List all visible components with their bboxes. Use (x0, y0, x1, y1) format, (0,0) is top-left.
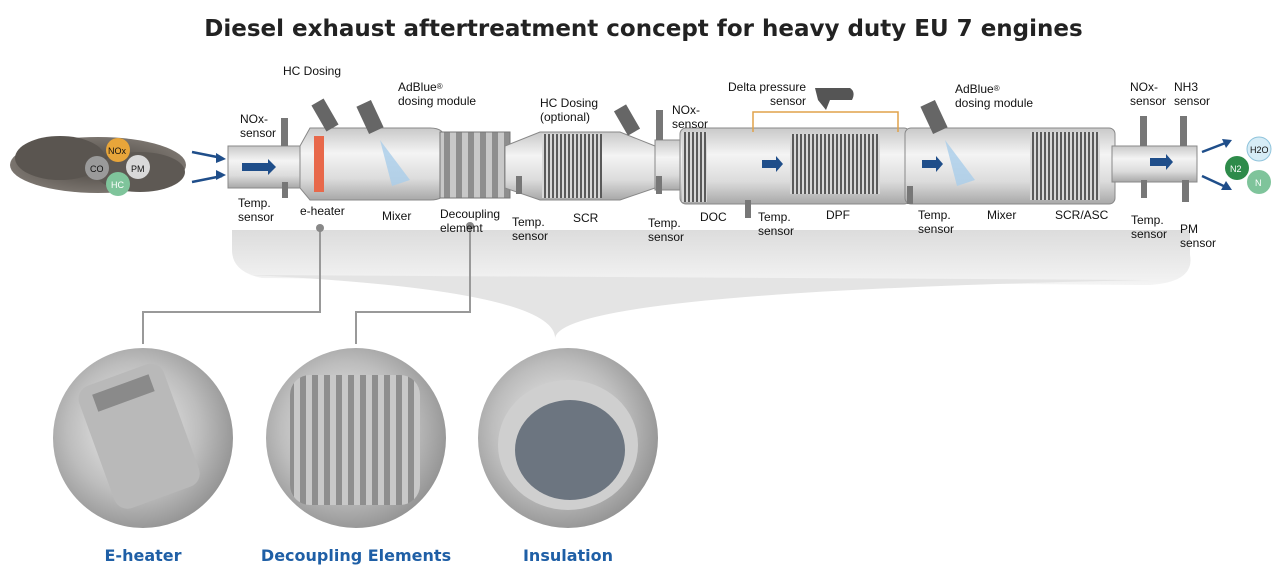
delta-pressure-sensor-icon (815, 88, 854, 110)
doc-substrate (682, 132, 707, 202)
connector-decoupling (355, 226, 471, 350)
hc-label: HC (111, 180, 124, 190)
caption-decoupling: Decoupling Elements (260, 546, 452, 565)
flow-arrow-2 (762, 156, 783, 172)
nox-sensor-3-label: NOx-sensor (1130, 80, 1167, 108)
nox-sensor-1-label: NOx-sensor (240, 112, 277, 140)
adblue-doser-2 (920, 100, 948, 134)
co-label: CO (90, 164, 104, 174)
scr-label: SCR (573, 211, 599, 225)
temp-sensor-5 (907, 186, 913, 204)
hc-bubble (106, 172, 130, 196)
co-bubble (85, 156, 109, 180)
adblue-2-label: AdBlue®dosing module (955, 82, 1034, 110)
connector-e-heater (142, 228, 321, 350)
dpf-label: DPF (826, 208, 850, 222)
page-title: Diesel exhaust aftertreatment concept fo… (204, 16, 1083, 42)
callout-pointer (250, 275, 1150, 340)
pm-bubble (126, 155, 150, 179)
nox-bubble (106, 138, 130, 162)
insulation-photo (474, 344, 662, 532)
outlet-arrow-1 (1201, 140, 1229, 154)
hc-doser-1 (311, 98, 339, 132)
scr-asc-label: SCR/ASC (1055, 208, 1109, 222)
nox-sensor-2 (656, 110, 663, 140)
flow-arrow-4 (1150, 154, 1173, 170)
h2o-label: H2O (1250, 145, 1269, 155)
flow-arrow-1 (242, 159, 276, 175)
temp-sensor-6 (1141, 180, 1147, 198)
adblue-spray-2 (945, 140, 975, 186)
temp-sensor-1-label: Temp.sensor (238, 196, 275, 224)
nox-sensor-2-label: NOx-sensor (672, 103, 709, 131)
n2-label: N2 (1230, 164, 1242, 174)
caption-insulation: Insulation (522, 546, 614, 565)
temp-sensor-1 (282, 182, 288, 198)
scr-substrate (542, 134, 602, 198)
nox-sensor-1 (281, 118, 288, 146)
e-heater-element (314, 136, 324, 192)
pm-label: PM (131, 164, 145, 174)
adblue-doser-1 (356, 100, 384, 134)
flow-arrow-3 (922, 156, 943, 172)
dpf-substrate (790, 134, 880, 194)
nox-label: NOx (108, 146, 126, 156)
e-heater-label: e-heater (300, 204, 345, 218)
scr-asc-substrate (1030, 132, 1100, 200)
n-bubble (1247, 170, 1271, 194)
temp-sensor-4 (745, 200, 751, 218)
decoupling-bellows (439, 131, 511, 199)
adblue-spray-1 (380, 140, 410, 186)
temp-sensor-5-label: Temp.sensor (918, 208, 955, 236)
nh3-sensor (1180, 116, 1187, 146)
temp-sensor-3 (656, 176, 662, 194)
decoupling-photo (262, 344, 450, 532)
hc-doser-2 (613, 104, 641, 136)
temp-sensor-2-label: Temp.sensor (512, 215, 549, 243)
delta-pressure-bracket (752, 111, 899, 132)
n2-bubble (1225, 156, 1249, 180)
pm-sensor (1182, 180, 1189, 202)
temp-sensor-6-label: Temp.sensor (1131, 213, 1168, 241)
e-heater-photo (49, 344, 237, 532)
h2o-bubble (1246, 136, 1272, 162)
mixer-1-label: Mixer (382, 209, 412, 223)
hc-dosing-label: HC Dosing (283, 64, 342, 78)
adblue-1-label: AdBlue®dosing module (398, 80, 477, 108)
mixer-2-label: Mixer (987, 208, 1017, 222)
doc-label: DOC (700, 210, 727, 224)
temp-sensor-4-label: Temp.sensor (758, 210, 795, 238)
caption-e-heater: E-heater (104, 546, 182, 565)
temp-sensor-3-label: Temp.sensor (648, 216, 685, 244)
hc-dosing-optional-label: HC Dosing(optional) (540, 96, 599, 124)
temp-sensor-2 (516, 176, 522, 194)
n-label: N (1255, 178, 1262, 188)
nox-sensor-3 (1140, 116, 1147, 146)
callout-background (232, 230, 1191, 285)
